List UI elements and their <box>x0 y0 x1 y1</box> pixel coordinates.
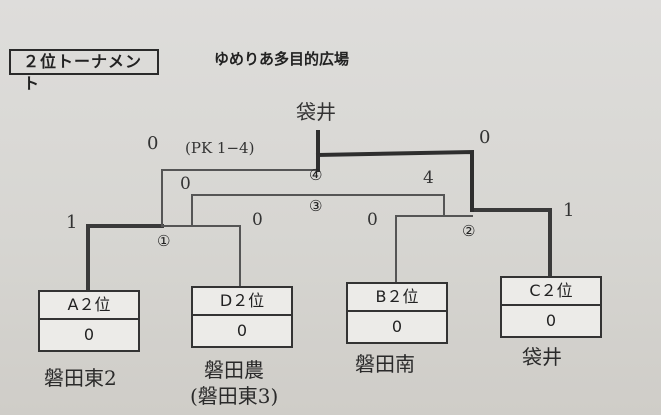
bracket-line-final-left <box>161 169 319 227</box>
team-name-c: 袋井 <box>522 345 562 369</box>
team-score: 0 <box>545 311 557 330</box>
final-left-score: 0 <box>147 133 159 154</box>
team-box-a: A２位 0 <box>38 290 140 352</box>
team-box-d: D２位 0 <box>191 286 293 348</box>
team-seed: B２位 <box>348 284 446 312</box>
bracket-line-team-a <box>86 224 164 292</box>
team-seed: D２位 <box>193 288 291 316</box>
team-seed: C２位 <box>502 278 600 306</box>
bracket-line-team-b <box>395 215 473 291</box>
team-score: 0 <box>83 325 95 344</box>
match-2-label: ② <box>462 222 476 240</box>
match2-left-score: 0 <box>367 210 378 230</box>
team-score: 0 <box>236 321 248 340</box>
team-box-b: B２位 0 <box>346 282 448 344</box>
tournament-title: ２位トーナメント <box>9 49 159 93</box>
bracket-line-final-right <box>315 149 474 212</box>
match-1-label: ① <box>157 232 171 250</box>
match3-right-score: 4 <box>423 168 434 188</box>
match3-left-score: 0 <box>180 174 191 194</box>
bracket-line-team-c <box>470 208 552 284</box>
winner-name: 袋井 <box>296 100 336 124</box>
team-name-b: 磐田南 <box>355 352 415 376</box>
match-3-label: ③ <box>309 197 323 215</box>
bracket-line-team-d <box>161 225 241 291</box>
match1-left-score: 1 <box>66 212 78 233</box>
team-score: 0 <box>391 317 403 336</box>
final-right-score: 0 <box>479 127 491 148</box>
team-seed: A２位 <box>40 292 138 320</box>
match2-right-score: 1 <box>563 200 575 221</box>
team-name-d: 磐田農 <box>204 358 264 382</box>
team-name-a: 磐田東2 <box>44 366 117 390</box>
team-box-c: C２位 0 <box>500 276 602 338</box>
match-4-label: ④ <box>309 166 323 184</box>
match1-right-score: 0 <box>252 210 263 230</box>
bracket-line-match3 <box>191 194 445 227</box>
team-name-d-sub: (磐田東3) <box>190 384 279 408</box>
venue-label: ゆめりあ多目的広場 <box>214 50 350 68</box>
pk-note: (PK 1−4) <box>185 139 255 157</box>
